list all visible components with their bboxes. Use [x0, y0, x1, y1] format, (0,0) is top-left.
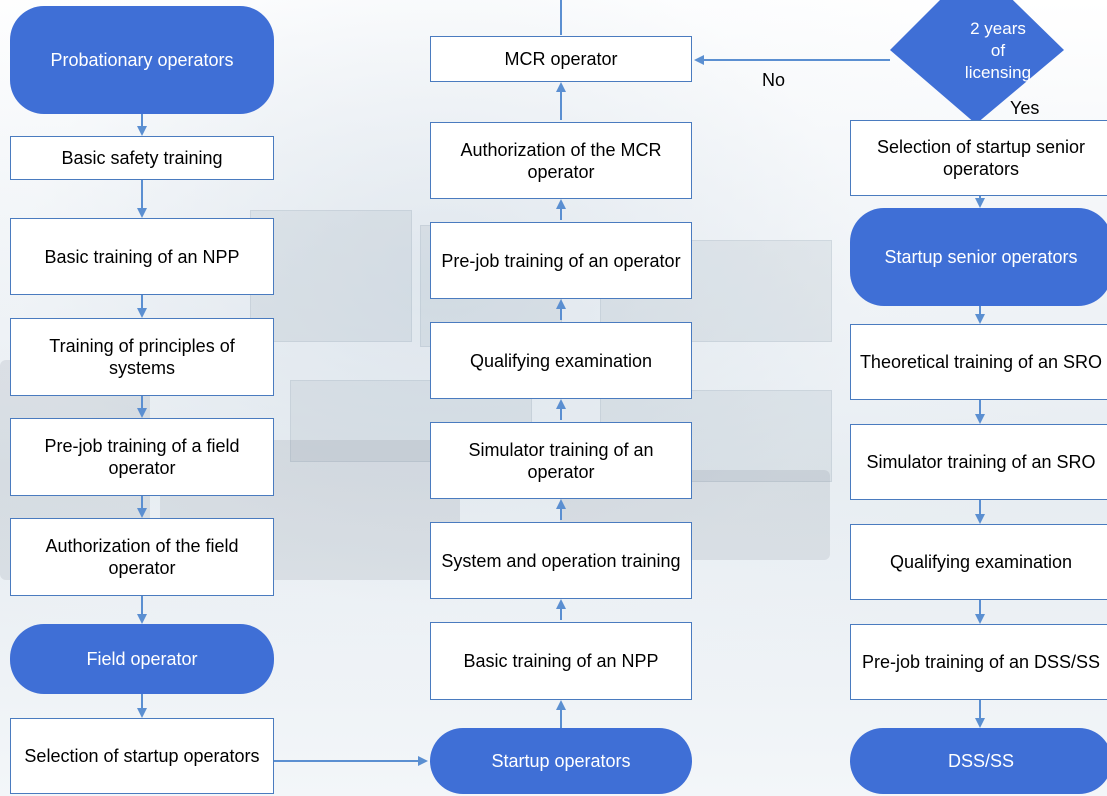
node-label: Simulator training of an SRO [866, 452, 1096, 472]
node-prejob-dss-ss: Pre-job training of an DSS/SS [850, 624, 1107, 700]
node-label: Qualifying examination [469, 350, 653, 371]
node-theoretical-training-sro: Theoretical training of an SRO [850, 324, 1107, 400]
node-mcr-operator: MCR operator [430, 36, 692, 82]
node-qualifying-examination-1: Qualifying examination [430, 322, 692, 399]
node-label: Basic training of an NPP [44, 246, 240, 267]
decision-diamond-shape [890, 0, 1064, 124]
node-prejob-operator: Pre-job training of an operator [430, 222, 692, 299]
node-startup-operators: Startup operators [430, 728, 692, 794]
node-label: Qualifying examination [889, 552, 1073, 572]
node-training-principles: Training of principles of systems [10, 318, 274, 396]
node-label: Authorization of the MCR operator [460, 139, 662, 182]
node-label: Selection of startup operators [24, 746, 260, 766]
node-label: Startup operators [491, 751, 631, 771]
node-label: Pre-job training of a field operator [44, 436, 240, 478]
node-simulator-training-operator: Simulator training of an operator [430, 422, 692, 499]
node-label: MCR operator [504, 49, 618, 69]
node-qualifying-examination-2: Qualifying examination [850, 524, 1107, 600]
node-basic-training-npp-1: Basic training of an NPP [10, 218, 274, 295]
node-label: Basic training of an NPP [463, 651, 659, 671]
node-basic-safety-training: Basic safety training [10, 136, 274, 180]
node-selection-startup-senior: Selection of startup senior operators [850, 120, 1107, 196]
node-label: Authorization of the field operator [45, 536, 239, 578]
decision-text: 2 years of licensing [938, 18, 1058, 84]
node-basic-training-npp-2: Basic training of an NPP [430, 622, 692, 700]
label-no: No [762, 70, 786, 90]
node-label: Theoretical training of an SRO [859, 352, 1103, 372]
node-label: System and operation training [441, 550, 681, 571]
node-label: Startup senior operators [884, 247, 1078, 267]
decision-line-2: of [990, 41, 1006, 60]
node-label: Basic safety training [61, 148, 223, 168]
decision-line-3: licensing [964, 63, 1032, 82]
node-probationary-operators: Probationary operators [10, 6, 274, 114]
decision-licensing: 2 years of licensing [888, 0, 1106, 124]
node-label: DSS/SS [947, 751, 1015, 771]
node-label: Selection of startup senior operators [876, 137, 1086, 179]
node-label: Simulator training of an operator [468, 439, 654, 482]
node-field-operator: Field operator [10, 624, 274, 694]
node-label: Field operator [86, 649, 198, 669]
node-label: Training of principles of systems [49, 336, 235, 378]
label-yes: Yes [1010, 98, 1040, 118]
node-label: Pre-job training of an DSS/SS [861, 652, 1101, 672]
node-system-operation-training: System and operation training [430, 522, 692, 599]
node-dss-ss: DSS/SS [850, 728, 1107, 794]
node-prejob-field-operator: Pre-job training of a field operator [10, 418, 274, 496]
node-authorization-field-operator: Authorization of the field operator [10, 518, 274, 596]
node-startup-senior-operators: Startup senior operators [850, 208, 1107, 306]
node-simulator-training-sro: Simulator training of an SRO [850, 424, 1107, 500]
node-label: Probationary operators [50, 50, 234, 70]
decision-line-1: 2 years [970, 19, 1026, 38]
node-label: Pre-job training of an operator [441, 250, 681, 271]
node-selection-startup-operators: Selection of startup operators [10, 718, 274, 794]
node-authorization-mcr-operator: Authorization of the MCR operator [430, 122, 692, 199]
